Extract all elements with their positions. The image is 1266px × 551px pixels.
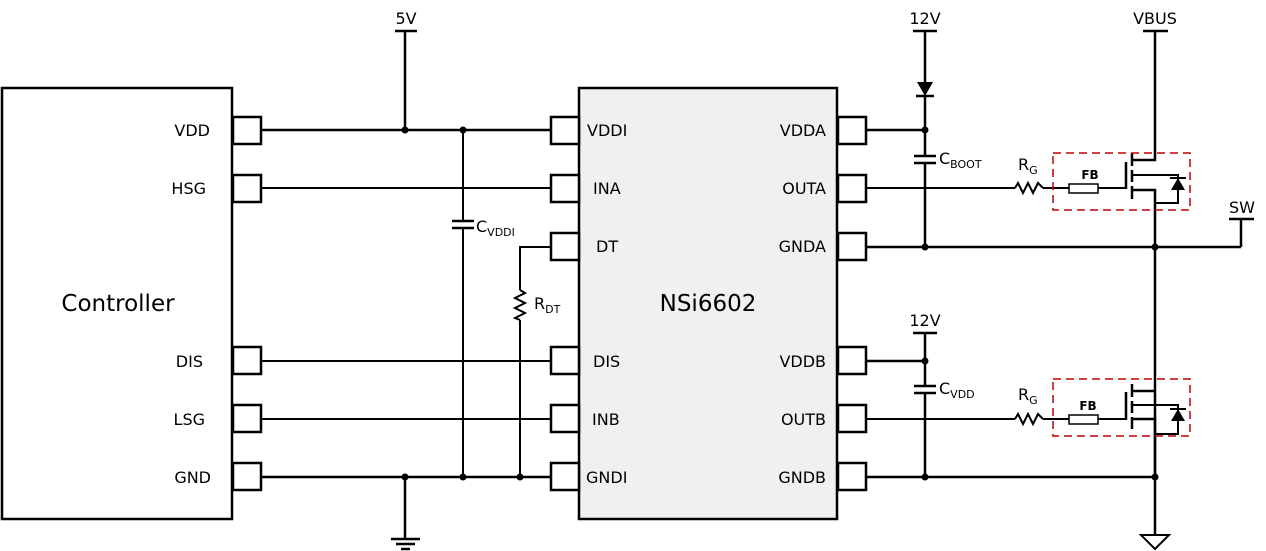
- controller-pin-label-hsg: HSG: [171, 179, 206, 198]
- controller-block: Controller VDD HSG DIS LSG GND: [0, 86, 263, 521]
- rail-5v-label: 5V: [395, 9, 416, 28]
- junction-dot: [401, 473, 409, 481]
- ic-pin-dis: [549, 345, 581, 376]
- junction-dot: [516, 473, 524, 481]
- ic-pin-dt: [549, 231, 581, 262]
- wire-dt: [519, 246, 551, 290]
- ic-pin-label-gndi: GNDI: [586, 468, 627, 487]
- ic-pin-vdda: [836, 115, 868, 146]
- controller-pin-vdd: [231, 115, 263, 146]
- ic-block: NSi6602 VDDI INA DT DIS INB GNDI VDDA OU…: [549, 86, 868, 521]
- wire-drain-vbus: [1132, 31, 1157, 162]
- ferrite-bead-bottom: [1068, 414, 1099, 425]
- fb-top-label: FB: [1081, 168, 1098, 182]
- controller-pin-label-vdd: VDD: [174, 121, 210, 140]
- controller-pin-hsg: [231, 173, 263, 204]
- resistor-rg-bottom: [1014, 411, 1044, 427]
- highlight-box-top: [1052, 152, 1191, 211]
- ic-pin-label-dis: DIS: [593, 352, 620, 371]
- body-diode-icon: [1171, 178, 1185, 190]
- controller-pin-gnd: [231, 461, 263, 492]
- ic-pin-label-outb: OUTB: [781, 410, 826, 429]
- power-ground-icon: [1138, 534, 1172, 551]
- controller-pin-label-dis: DIS: [176, 352, 203, 371]
- ic-pin-label-ina: INA: [593, 179, 621, 198]
- junction-dot: [401, 126, 409, 134]
- junction-dot: [1151, 473, 1159, 481]
- ic-pin-gndi: [549, 461, 581, 492]
- rg-top-label: RG: [1018, 155, 1038, 177]
- ic-pin-label-gnda: GNDA: [779, 237, 826, 256]
- resistor-rg-top: [1014, 180, 1044, 196]
- body-diode-icon: [1171, 409, 1185, 421]
- fb-bottom-label: FB: [1079, 399, 1096, 413]
- ic-pin-vddi: [549, 115, 581, 146]
- ic-pin-inb: [549, 403, 581, 434]
- low-side-wiring: 12V CVDD RG FB: [866, 311, 1191, 551]
- ic-pin-label-vddb: VDDB: [779, 352, 826, 371]
- c-vddi-label: CVDDI: [476, 217, 515, 239]
- ic-pin-label-inb: INB: [592, 410, 620, 429]
- ic-pin-gndb: [836, 461, 868, 492]
- rail-12v-bottom-label: 12V: [909, 311, 940, 330]
- ic-name: NSi6602: [660, 291, 757, 317]
- ic-pin-label-outa: OUTA: [782, 179, 826, 198]
- ic-pin-vddb: [836, 345, 868, 376]
- junction-dot: [921, 243, 929, 251]
- controller-title: Controller: [61, 291, 175, 317]
- high-side-wiring: 12V CBOOT RG FB VBUS: [866, 9, 1255, 477]
- controller-pin-label-gnd: GND: [174, 468, 211, 487]
- ic-pin-ina: [549, 173, 581, 204]
- c-vdd-label: CVDD: [939, 379, 975, 401]
- ic-pin-label-gndb: GNDB: [778, 468, 826, 487]
- ic-pin-outb: [836, 403, 868, 434]
- rail-12v-top-label: 12V: [909, 9, 940, 28]
- junction-dot: [921, 126, 929, 134]
- junction-dot: [921, 357, 929, 365]
- diode-icon: [917, 82, 933, 96]
- junction-dot: [459, 126, 467, 134]
- ic-pin-label-vdda: VDDA: [780, 121, 826, 140]
- ic-pin-label-dt: DT: [596, 237, 618, 256]
- rail-vbus-label: VBUS: [1133, 9, 1177, 28]
- resistor-rdt: [512, 289, 528, 321]
- controller-pin-lsg: [231, 403, 263, 434]
- junction-dot: [1151, 243, 1159, 251]
- ic-pin-outa: [836, 173, 868, 204]
- ferrite-bead-top: [1068, 183, 1099, 194]
- rail-sw-label: SW: [1229, 198, 1255, 217]
- r-dt-label: RDT: [534, 294, 561, 316]
- ic-pin-label-vddi: VDDI: [587, 121, 627, 140]
- junction-dot: [459, 473, 467, 481]
- rg-bottom-label: RG: [1018, 385, 1038, 407]
- ic-pin-gnda: [836, 231, 868, 262]
- wire-source-sw: [1132, 188, 1157, 477]
- controller-pin-dis: [231, 345, 263, 376]
- controller-pin-label-lsg: LSG: [174, 410, 205, 429]
- left-wiring: 5V CVDDI RDT: [261, 9, 561, 551]
- wire-source-gnd: [1132, 417, 1157, 535]
- c-boot-label: CBOOT: [939, 149, 982, 171]
- junction-dot: [921, 473, 929, 481]
- highlight-box-bottom: [1052, 378, 1191, 437]
